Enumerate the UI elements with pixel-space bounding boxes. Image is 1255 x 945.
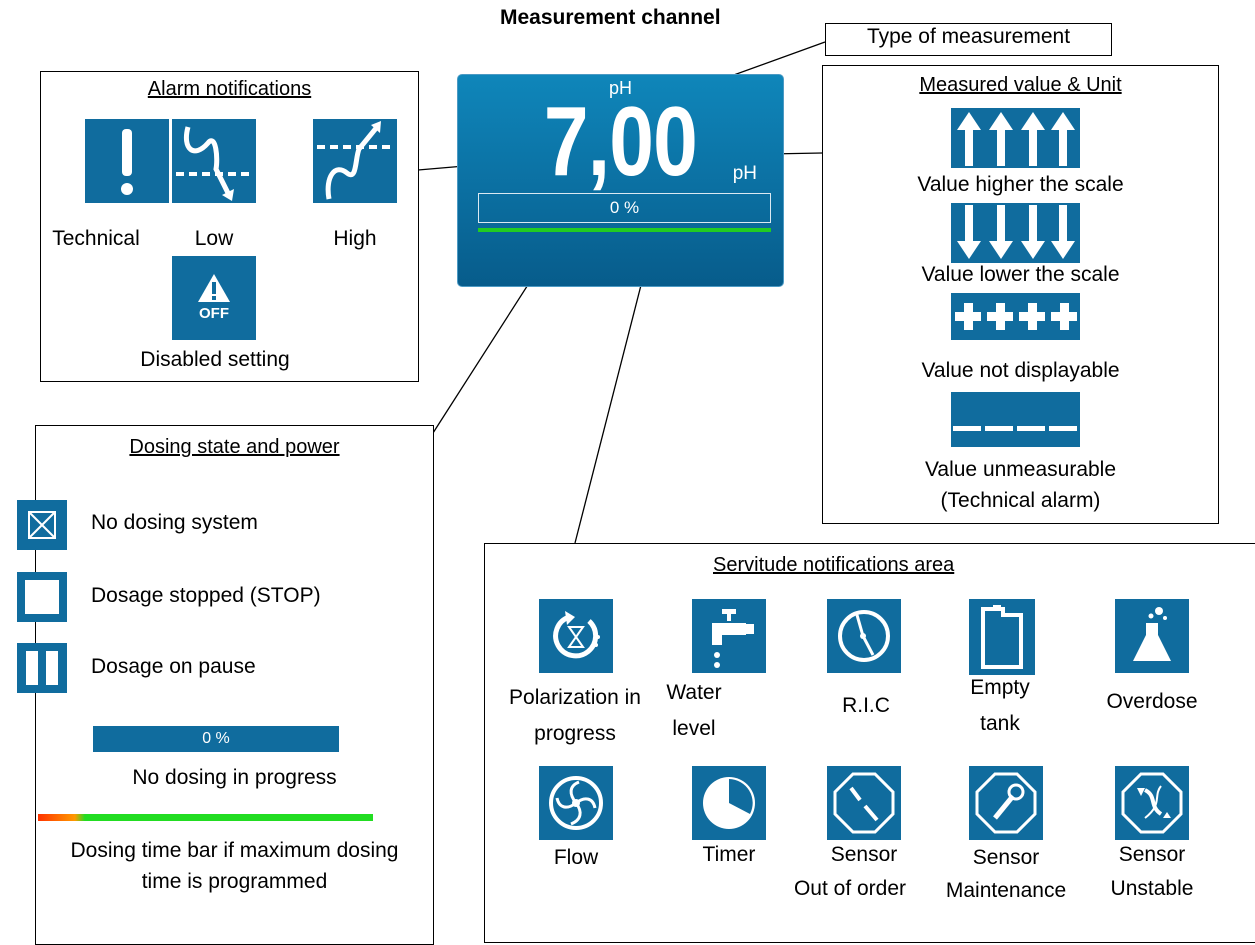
- ric-icon: [827, 599, 901, 673]
- serv-label-sensor-unstable-2: Unstable: [1110, 877, 1194, 900]
- alarm-heading: Alarm notifications: [147, 78, 312, 100]
- alarm-label-technical: Technical: [52, 227, 140, 250]
- flask-icon: [1115, 599, 1189, 673]
- servitude-box: Servitude notifications area: [484, 543, 1255, 943]
- measured-unit: pH: [732, 163, 757, 184]
- serv-label-empty-2: tank: [980, 712, 1020, 735]
- sensor-wrench-icon: [969, 766, 1043, 840]
- arrows-down-icon: [951, 203, 1080, 263]
- pause-icon: [17, 643, 67, 693]
- dosing-time-bar: [478, 228, 771, 232]
- alarm-label-disabled: Disabled setting: [140, 348, 290, 371]
- arrows-up-icon: [951, 108, 1080, 168]
- stop-square-icon: [17, 572, 67, 622]
- serv-label-overdose: Overdose: [1106, 690, 1198, 713]
- alarm-box: Alarm notifications Technical Low High O…: [40, 71, 419, 382]
- type-callout-label: Type of measurement: [866, 25, 1071, 48]
- water-tap-icon: [692, 599, 766, 673]
- serv-label-polarization-2: progress: [534, 722, 616, 745]
- type-callout: Type of measurement: [825, 23, 1112, 56]
- dosing-bar-caption: No dosing in progress: [132, 766, 337, 789]
- timer-icon: [692, 766, 766, 840]
- alarm-label-low: Low: [194, 227, 234, 250]
- serv-label-sensor-broken-1: Sensor: [830, 843, 898, 866]
- measured-value: 7,00: [543, 86, 698, 196]
- dosing-box: Dosing state and power No dosing system …: [17, 425, 434, 945]
- servitude-heading: Servitude notifications area: [713, 554, 955, 576]
- measured-box: Measured value & Unit Value higher the s…: [822, 65, 1219, 524]
- serv-label-sensor-wrench-2: Maintenance: [945, 879, 1067, 902]
- measured-label-technical-alarm: (Technical alarm): [940, 489, 1101, 512]
- dosing-time-bar-sample: [38, 814, 373, 821]
- alarm-off-badge: OFF: [199, 305, 229, 322]
- sensor-unstable-icon: [1115, 766, 1189, 840]
- sensor-broken-icon: [827, 766, 901, 840]
- dosing-label-no-system: No dosing system: [91, 511, 258, 534]
- measured-label-unmeasurable: Value unmeasurable: [924, 458, 1117, 481]
- serv-label-flow: Flow: [553, 846, 599, 869]
- polarization-icon: [539, 599, 613, 673]
- dosing-time-caption-2: time is programmed: [141, 870, 328, 893]
- serv-label-water-1: Water: [666, 681, 722, 704]
- diagram-title: Measurement channel: [500, 6, 721, 29]
- alarm-off-icon: OFF: [172, 256, 256, 340]
- serv-label-water-2: level: [672, 717, 716, 740]
- dosing-bar: 0 %: [478, 193, 771, 223]
- servitude-arrow: [574, 248, 654, 544]
- serv-label-sensor-broken-2: Out of order: [793, 877, 907, 900]
- alarm-label-high: High: [333, 227, 377, 250]
- serv-label-ric: R.I.C: [842, 694, 890, 717]
- measurement-panel: pH 7,00 pH 0 %: [457, 74, 784, 287]
- dosing-heading: Dosing state and power: [129, 436, 340, 458]
- serv-label-sensor-unstable-1: Sensor: [1118, 843, 1186, 866]
- plus-signs-icon: [951, 293, 1080, 340]
- dashes-icon: [951, 392, 1080, 447]
- measured-label-not-displayable: Value not displayable: [921, 359, 1120, 382]
- high-alarm-icon: [313, 119, 397, 203]
- low-alarm-icon: [172, 119, 256, 203]
- serv-label-polarization-1: Polarization in: [509, 686, 641, 709]
- empty-tank-icon: [969, 599, 1035, 675]
- dosing-progress-bar: 0 %: [93, 726, 339, 752]
- measured-label-higher: Value higher the scale: [917, 173, 1124, 196]
- exclamation-icon: [85, 119, 169, 203]
- dosing-time-caption-1: Dosing time bar if maximum dosing: [70, 839, 399, 862]
- measurement-type: pH: [608, 78, 632, 98]
- flow-icon: [539, 766, 613, 840]
- measured-label-lower: Value lower the scale: [921, 263, 1120, 286]
- serv-label-timer: Timer: [702, 843, 756, 866]
- serv-label-empty-1: Empty: [970, 676, 1030, 699]
- dosing-label-stopped: Dosage stopped (STOP): [91, 584, 321, 607]
- measured-heading: Measured value & Unit: [919, 74, 1122, 96]
- dosing-label-pause: Dosage on pause: [91, 655, 256, 678]
- crossed-box-icon: [17, 500, 67, 550]
- serv-label-sensor-wrench-1: Sensor: [972, 846, 1040, 869]
